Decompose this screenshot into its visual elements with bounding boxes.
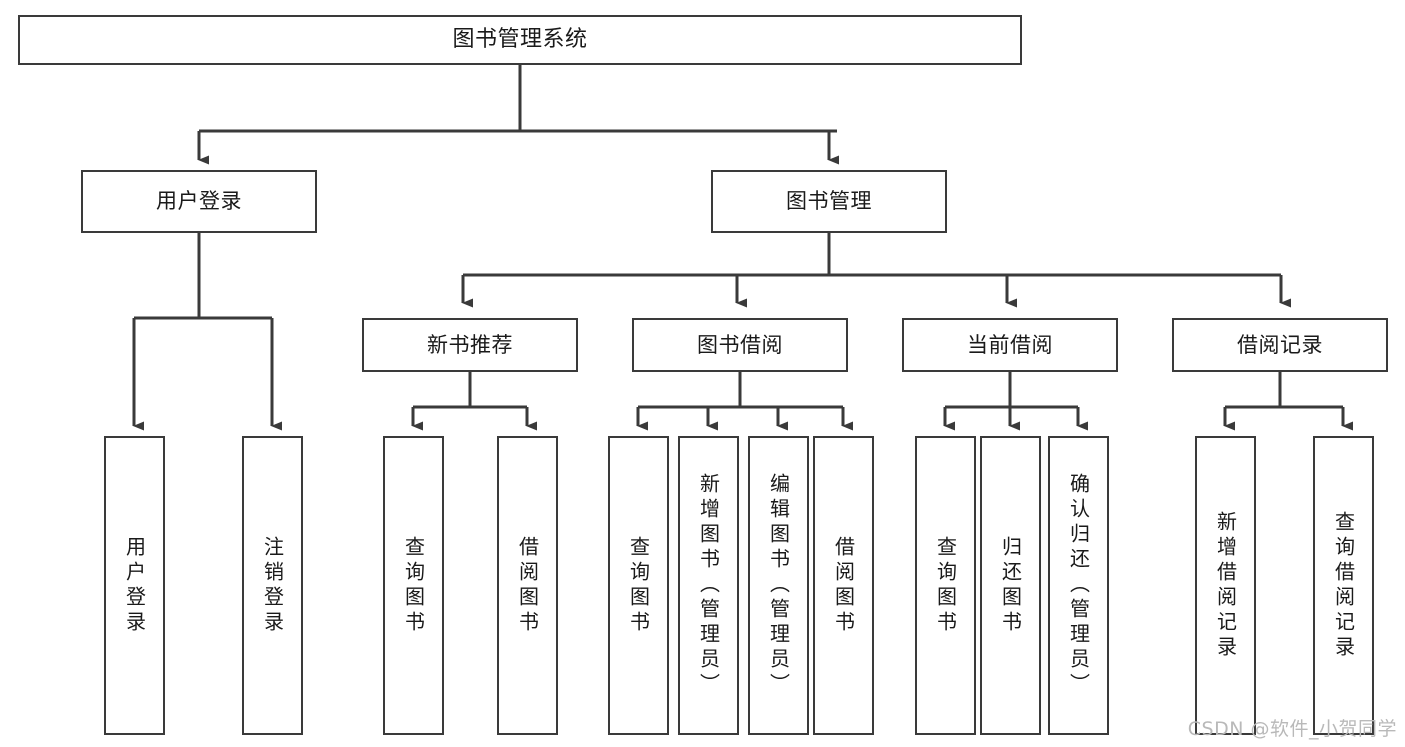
leaf-user-logout[interactable]: 注销登录 bbox=[242, 436, 303, 735]
leaf-query-book-3[interactable]: 查询图书 bbox=[915, 436, 976, 735]
leaf-user-login[interactable]: 用户登录 bbox=[104, 436, 165, 735]
node-borrow-record[interactable]: 借阅记录 bbox=[1172, 318, 1388, 372]
leaf-user-login-label: 用户登录 bbox=[122, 535, 147, 636]
node-new-book-rec-label: 新书推荐 bbox=[427, 332, 513, 357]
leaf-confirm-return[interactable]: 确认归还（管理员） bbox=[1048, 436, 1109, 735]
node-current-borrow-label: 当前借阅 bbox=[967, 332, 1053, 357]
leaf-add-book-label: 新增图书（管理员） bbox=[696, 473, 721, 698]
leaf-query-record-label: 查询借阅记录 bbox=[1331, 510, 1356, 661]
node-current-borrow[interactable]: 当前借阅 bbox=[902, 318, 1118, 372]
leaf-edit-book[interactable]: 编辑图书（管理员） bbox=[748, 436, 809, 735]
leaf-query-record[interactable]: 查询借阅记录 bbox=[1313, 436, 1374, 735]
leaf-borrow-book-1[interactable]: 借阅图书 bbox=[497, 436, 558, 735]
leaf-return-book[interactable]: 归还图书 bbox=[980, 436, 1041, 735]
leaf-query-book-2-label: 查询图书 bbox=[626, 535, 651, 636]
node-book-manage[interactable]: 图书管理 bbox=[711, 170, 947, 233]
leaf-confirm-return-label: 确认归还（管理员） bbox=[1066, 473, 1091, 698]
leaf-borrow-book-2-label: 借阅图书 bbox=[831, 535, 856, 636]
leaf-borrow-book-1-label: 借阅图书 bbox=[515, 535, 540, 636]
leaf-edit-book-label: 编辑图书（管理员） bbox=[766, 473, 791, 698]
csdn-watermark: CSDN @软件_小贺同学 bbox=[1187, 718, 1397, 740]
node-root[interactable]: 图书管理系统 bbox=[18, 15, 1022, 65]
node-book-manage-label: 图书管理 bbox=[786, 189, 872, 214]
node-user-login[interactable]: 用户登录 bbox=[81, 170, 317, 233]
leaf-add-record[interactable]: 新增借阅记录 bbox=[1195, 436, 1256, 735]
leaf-add-record-label: 新增借阅记录 bbox=[1213, 510, 1238, 661]
node-borrow-record-label: 借阅记录 bbox=[1237, 332, 1323, 357]
leaf-query-book-1[interactable]: 查询图书 bbox=[383, 436, 444, 735]
leaf-user-logout-label: 注销登录 bbox=[260, 535, 285, 636]
node-new-book-rec[interactable]: 新书推荐 bbox=[362, 318, 578, 372]
leaf-query-book-3-label: 查询图书 bbox=[933, 535, 958, 636]
node-book-borrow[interactable]: 图书借阅 bbox=[632, 318, 848, 372]
leaf-query-book-2[interactable]: 查询图书 bbox=[608, 436, 669, 735]
node-book-borrow-label: 图书借阅 bbox=[697, 332, 783, 357]
leaf-add-book[interactable]: 新增图书（管理员） bbox=[678, 436, 739, 735]
node-user-login-label: 用户登录 bbox=[156, 189, 242, 214]
leaf-query-book-1-label: 查询图书 bbox=[401, 535, 426, 636]
leaf-borrow-book-2[interactable]: 借阅图书 bbox=[813, 436, 874, 735]
node-root-label: 图书管理系统 bbox=[452, 27, 588, 53]
leaf-return-book-label: 归还图书 bbox=[998, 535, 1023, 636]
